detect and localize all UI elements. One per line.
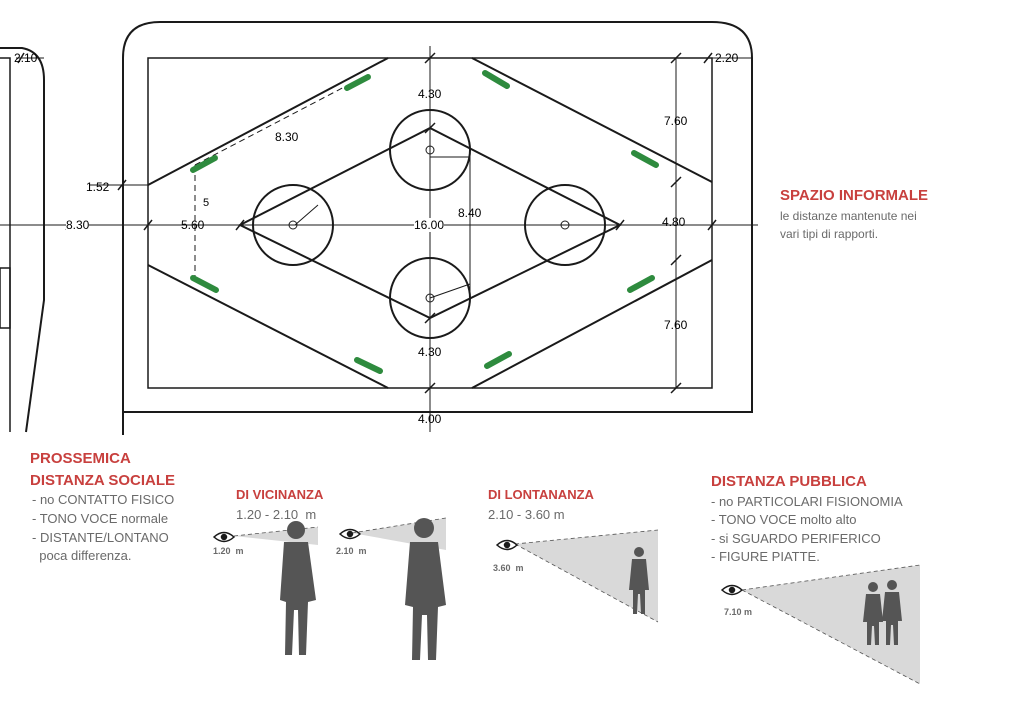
vicinanza-title: DI VICINANZA <box>236 487 324 502</box>
pubblica-m: 7.10 m <box>724 607 753 617</box>
table-edge <box>471 259 713 389</box>
table-edge <box>147 264 389 389</box>
dim-label: 2.10 <box>14 51 38 65</box>
vicinanza-m1: 1.20 m <box>213 546 244 556</box>
lontananza-m: 3.60 m <box>493 563 524 573</box>
informale-desc: vari tipi di rapporti. <box>780 227 879 241</box>
sociale-item: - no CONTATTO FISICO <box>32 492 175 507</box>
sociale-item: - DISTANTE/LONTANO <box>32 530 169 545</box>
informale-desc: le distanze mantenute nei <box>780 209 917 223</box>
pubblica-item: - no PARTICOLARI FISIONOMIA <box>711 494 903 509</box>
dim-label: 4.80 <box>662 215 686 229</box>
pubblica-item: - si SGUARDO PERIFERICO <box>711 531 881 546</box>
dim-label: 4.00 <box>418 412 442 426</box>
dim-label: 8.40 <box>458 206 482 220</box>
eye-icon <box>338 528 362 540</box>
sociale-item: - TONO VOCE normale <box>32 511 169 526</box>
pubblica-item: - FIGURE PIATTE. <box>711 549 820 564</box>
outer-wall <box>122 21 753 435</box>
sociale-title: DISTANZA SOCIALE <box>30 472 175 489</box>
dim-label: 8.30 <box>66 218 90 232</box>
table-edge <box>147 57 389 186</box>
dim-label: 4.30 <box>418 87 442 101</box>
dim-label: 1.52 <box>86 180 110 194</box>
dim-label: 2.20 <box>715 51 739 65</box>
dim-label: 5 <box>203 197 210 209</box>
dim-label: 16.00 <box>414 218 445 232</box>
vicinanza-m2: 2.10 m <box>336 546 367 556</box>
lontananza-title: DI LONTANANZA <box>488 487 594 502</box>
table-edge <box>471 57 713 183</box>
vicinanza-range: 1.20 - 2.10 m <box>236 507 317 522</box>
dim-label: 7.60 <box>664 318 688 332</box>
dim-label: 8.30 <box>275 130 299 144</box>
dim-label: 7.60 <box>664 114 688 128</box>
eye-icon <box>495 539 519 551</box>
person-silhouette <box>280 521 316 655</box>
prossemica-title: PROSSEMICA <box>30 450 131 467</box>
eye-icon <box>212 531 236 543</box>
pubblica-title: DISTANZA PUBBLICA <box>711 473 867 490</box>
left-room-wall <box>0 47 45 433</box>
eye-icon <box>720 584 744 596</box>
person-silhouette <box>882 580 902 645</box>
dim-label: 4.30 <box>418 345 442 359</box>
sociale-item: poca differenza. <box>32 548 132 563</box>
person-silhouette <box>863 582 883 645</box>
person-silhouette <box>405 518 446 660</box>
person-silhouette <box>629 547 649 614</box>
lontananza-range: 2.10 - 3.60 m <box>488 507 565 522</box>
green-seat-markers <box>190 70 659 374</box>
dim-label: 5.60 <box>181 218 205 232</box>
pubblica-item: - TONO VOCE molto alto <box>711 512 857 527</box>
informale-title: SPAZIO INFORMALE <box>780 187 929 204</box>
